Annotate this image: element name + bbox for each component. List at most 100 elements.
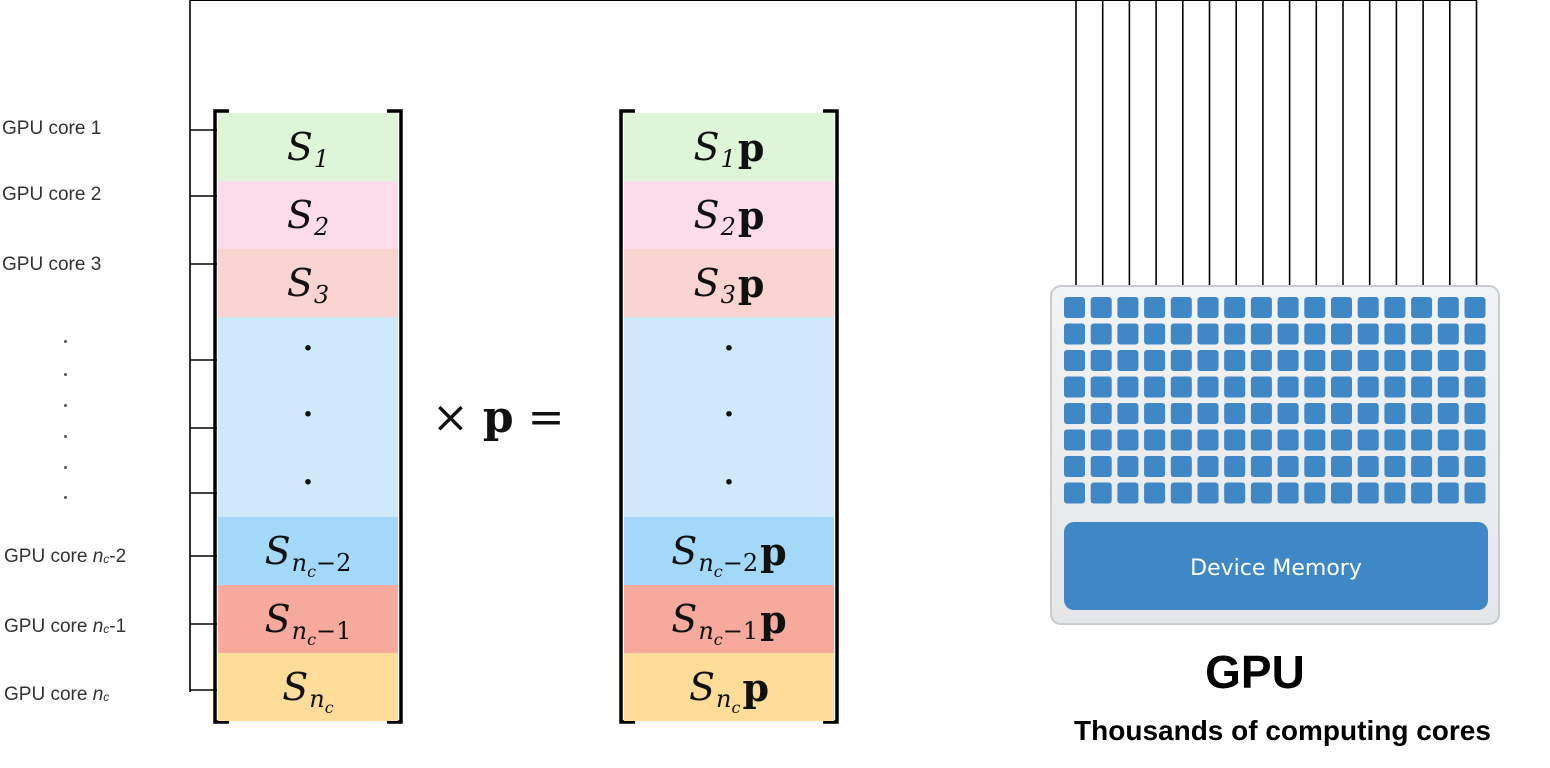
result-row-4: · — [624, 317, 834, 381]
gpu-core-cell — [1437, 482, 1459, 504]
row-ellipsis: · — [723, 397, 735, 432]
row-subscript: nc−2 — [291, 549, 352, 581]
subscript-c: c — [307, 630, 317, 649]
equals-symbol: = — [527, 392, 565, 443]
gpu-core-cell — [1464, 403, 1486, 424]
gpu-core-cell — [1304, 482, 1326, 504]
gpu-core-cell — [1384, 429, 1406, 451]
gpu-core-cell — [1117, 323, 1139, 345]
gpu-core-cell — [1090, 456, 1112, 477]
gpu-core-cell — [1170, 350, 1192, 371]
gpu-core-cell — [1437, 456, 1459, 477]
row-vector-p: p — [742, 664, 770, 710]
gpu-core-cell — [1357, 376, 1379, 398]
gpu-core-cell — [1117, 456, 1139, 477]
gpu-core-cell — [1197, 376, 1219, 398]
gpu-core-cell — [1064, 323, 1085, 345]
gpu-core-cell — [1090, 323, 1112, 345]
row-symbol: S — [282, 665, 309, 709]
result-row-5: · — [624, 381, 834, 449]
gpu-core-cell — [1224, 429, 1246, 451]
row-subscript: 1 — [313, 145, 330, 173]
core-label-suffix: -2 — [109, 546, 127, 567]
gpu-core-cell — [1170, 297, 1192, 318]
core-label-text: GPU core 3 — [2, 254, 102, 275]
partition-row-4: · — [218, 317, 398, 381]
device-memory-block — [1064, 522, 1488, 610]
gpu-core-cell — [1384, 350, 1406, 371]
gpu-core-cell — [1144, 297, 1166, 318]
gpu-core-cell — [1224, 297, 1246, 318]
core-label-3: GPU core 3 — [2, 254, 101, 276]
gpu-core-cell — [1064, 403, 1085, 424]
row-ellipsis: · — [723, 465, 735, 500]
gpu-core-cell — [1464, 482, 1486, 504]
core-label-6: GPU core nc — [4, 684, 109, 706]
gpu-core-cell — [1411, 323, 1433, 345]
gpu-core-cell — [1304, 429, 1326, 451]
gpu-core-cell — [1384, 297, 1406, 318]
gpu-core-cell — [1277, 323, 1299, 345]
subscript-c: c — [731, 698, 741, 717]
subscript-n: n — [698, 549, 714, 577]
gpu-core-cell — [1331, 350, 1352, 371]
gpu-subtitle: Thousands of computing cores — [1074, 715, 1491, 746]
gpu-core-cell — [1170, 429, 1192, 451]
gpu-core-cell — [1064, 297, 1085, 318]
row-ellipsis: · — [302, 397, 314, 432]
gpu-core-cell — [1144, 350, 1166, 371]
gpu-core-cell — [1331, 456, 1352, 477]
gpu-core-cell — [1357, 456, 1379, 477]
core-label-5: GPU core nc-1 — [4, 616, 126, 638]
gpu-core-cell — [1384, 482, 1406, 504]
subscript-n: n — [698, 617, 714, 645]
gpu-core-cell — [1170, 323, 1192, 345]
ellipsis-dot-1 — [64, 340, 67, 343]
gpu-core-cell — [1224, 482, 1246, 504]
row-symbol: S — [264, 597, 291, 641]
gpu-core-cell — [1144, 403, 1166, 424]
gpu-core-cell — [1277, 403, 1299, 424]
core-label-4: GPU core nc-2 — [4, 546, 126, 568]
gpu-core-cell — [1304, 350, 1326, 371]
gpu-core-cell — [1464, 323, 1486, 345]
result-row-6: · — [624, 449, 834, 517]
gpu-core-cell — [1170, 482, 1192, 504]
gpu-core-cell — [1117, 482, 1139, 504]
ellipsis-dot-4 — [64, 435, 67, 438]
row-symbol: S — [693, 261, 720, 305]
gpu-core-cell — [1090, 482, 1112, 504]
ellipsis-dot-3 — [64, 404, 67, 407]
partition-bracket-left — [213, 109, 229, 724]
gpu-core-cell — [1197, 429, 1219, 451]
gpu-core-cell — [1117, 297, 1139, 318]
gpu-core-cell — [1277, 376, 1299, 398]
subscript-n: n — [716, 685, 732, 713]
ellipsis-dot-5 — [64, 466, 67, 469]
gpu-core-cell — [1331, 376, 1352, 398]
row-symbol: S — [286, 261, 313, 305]
gpu-core-cell — [1411, 429, 1433, 451]
gpu-core-cell — [1357, 429, 1379, 451]
row-ellipsis: · — [302, 465, 314, 500]
ellipsis-dot-2 — [64, 373, 67, 376]
gpu-core-cell — [1064, 482, 1085, 504]
gpu-core-cell — [1250, 350, 1272, 371]
gpu-core-cell — [1304, 456, 1326, 477]
subscript-n: n — [291, 549, 308, 577]
subscript-c: c — [307, 562, 317, 581]
gpu-core-cell — [1331, 323, 1352, 345]
row-symbol: S — [286, 125, 313, 169]
partition-row-6: · — [218, 449, 398, 517]
gpu-core-cell — [1197, 456, 1219, 477]
gpu-core-cell — [1197, 403, 1219, 424]
gpu-core-cell — [1224, 403, 1246, 424]
subscript-c: c — [713, 630, 723, 649]
gpu-core-cell — [1464, 376, 1486, 398]
